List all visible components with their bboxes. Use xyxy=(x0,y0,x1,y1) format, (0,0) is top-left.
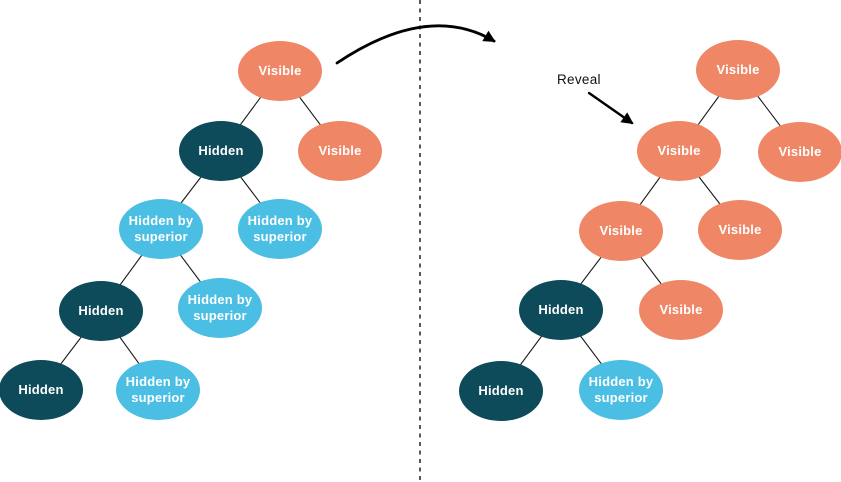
left-tree-node-hidden-by-superior: Hidden by superior xyxy=(238,199,322,259)
left-tree-node-hidden-by-superior: Hidden by superior xyxy=(119,199,203,259)
left-tree-node-hidden-by-superior: Hidden by superior xyxy=(116,360,200,420)
right-tree-node-visible: Visible xyxy=(639,280,723,340)
right-tree-node-revealed-visible: Visible xyxy=(637,121,721,181)
right-tree-node-hidden: Hidden xyxy=(459,361,543,421)
left-tree-node-hidden-by-superior: Hidden by superior xyxy=(178,278,262,338)
reveal-arrow-icon xyxy=(587,91,634,125)
left-tree-node-visible: Visible xyxy=(298,121,382,181)
right-tree-node-visible: Visible xyxy=(579,201,663,261)
right-tree-node-hidden-by-superior: Hidden by superior xyxy=(579,360,663,420)
right-tree-node-visible: Visible xyxy=(758,122,841,182)
curved-arrow-left-to-right-icon xyxy=(335,24,496,65)
right-tree-node-visible: Visible xyxy=(698,200,782,260)
left-tree-node-hidden: Hidden xyxy=(179,121,263,181)
right-tree-node-hidden: Hidden xyxy=(519,280,603,340)
right-tree-node-root-visible: Visible xyxy=(696,40,780,100)
reveal-label: Reveal xyxy=(557,72,601,87)
left-tree-node-hidden: Hidden xyxy=(0,360,83,420)
left-tree-node-root-visible: Visible xyxy=(238,41,322,101)
left-tree-node-hidden: Hidden xyxy=(59,281,143,341)
